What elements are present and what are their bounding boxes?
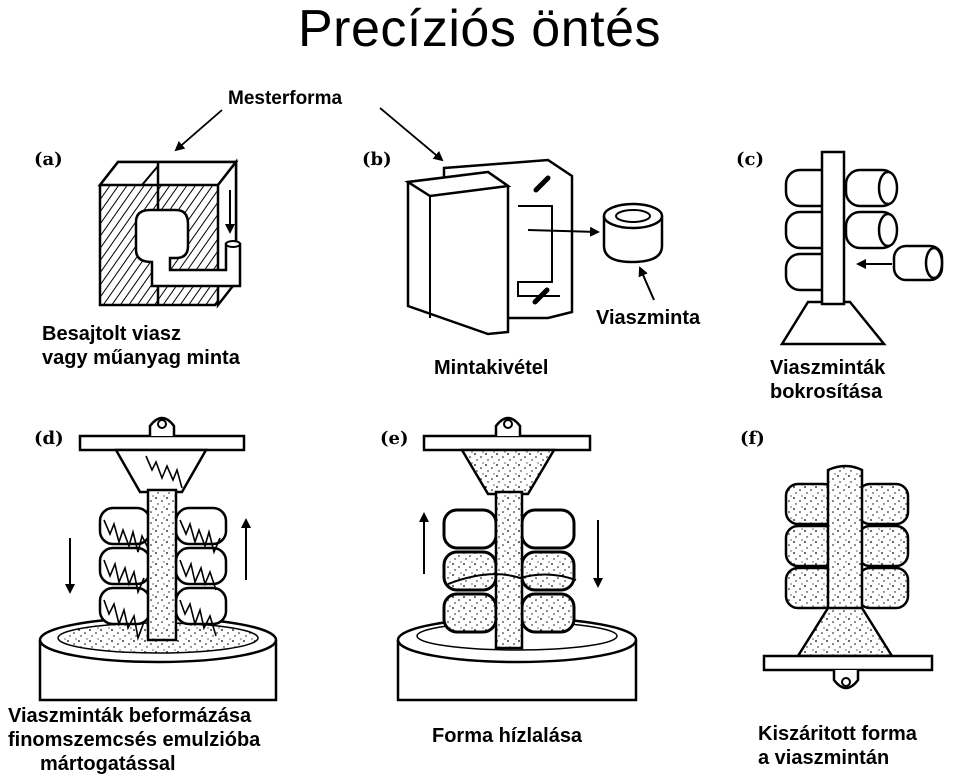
coated-cluster — [442, 490, 577, 650]
callout-arrow-a — [174, 109, 223, 152]
panel-e-caption: Forma hízlalása — [432, 725, 583, 747]
panel-f: (f) Kiszáritott forma a viaszmintán — [740, 428, 934, 769]
hanger-plate — [78, 434, 246, 452]
panel-c-caption-line1: Viaszminták — [770, 357, 886, 379]
panel-a: (a) Besajtolt viasz vagy műanyag minta — [34, 149, 242, 369]
panel-a-caption-line1: Besajtolt viasz — [42, 323, 181, 345]
panel-d-caption-line1: Viaszminták beformázása — [8, 705, 252, 727]
panel-d: (d) Viaszminták beformázása finomszemcsé… — [8, 416, 278, 775]
inverted-plate — [762, 654, 934, 672]
callout-arrow-b — [379, 107, 444, 162]
panel-e-tag: (e) — [380, 428, 409, 449]
dried-mold — [784, 464, 910, 658]
panel-b: (b) Viaszminta Mintakivétel — [362, 149, 701, 379]
callout-mesterforma: Mesterforma — [228, 88, 342, 109]
tree-sprue — [820, 150, 846, 306]
panel-b-tag: (b) — [362, 149, 392, 170]
panel-a-caption-line2: vagy műanyag minta — [42, 347, 241, 369]
panel-f-tag: (f) — [740, 428, 765, 449]
tree-base — [779, 300, 887, 346]
callout-viaszminta: Viaszminta — [596, 307, 701, 329]
dipped-cluster — [98, 455, 228, 642]
panel-e: (e) Forma hízlalása — [380, 416, 638, 747]
panel-c: (c) Viaszminták bokrosítása — [736, 149, 944, 403]
panel-b-caption: Mintakivétel — [434, 357, 548, 379]
panel-c-tag: (c) — [736, 149, 764, 170]
panel-a-tag: (a) — [34, 149, 63, 170]
open-mold-front — [406, 170, 510, 336]
hanger-plate-e — [422, 434, 592, 452]
slide-title: Precíziós öntés — [298, 0, 661, 58]
extracted-wax-pattern — [602, 202, 664, 264]
panel-f-caption-line1: Kiszáritott forma — [758, 723, 918, 745]
panel-f-caption-line2: a viaszmintán — [758, 747, 889, 769]
panel-d-caption-line3: mártogatással — [40, 753, 176, 775]
wax-pattern-in-mold — [134, 208, 242, 288]
panel-c-caption-line2: bokrosítása — [770, 381, 883, 403]
panel-d-tag: (d) — [34, 428, 64, 449]
panel-d-caption-line2: finomszemcsés emulzióba — [8, 729, 261, 751]
